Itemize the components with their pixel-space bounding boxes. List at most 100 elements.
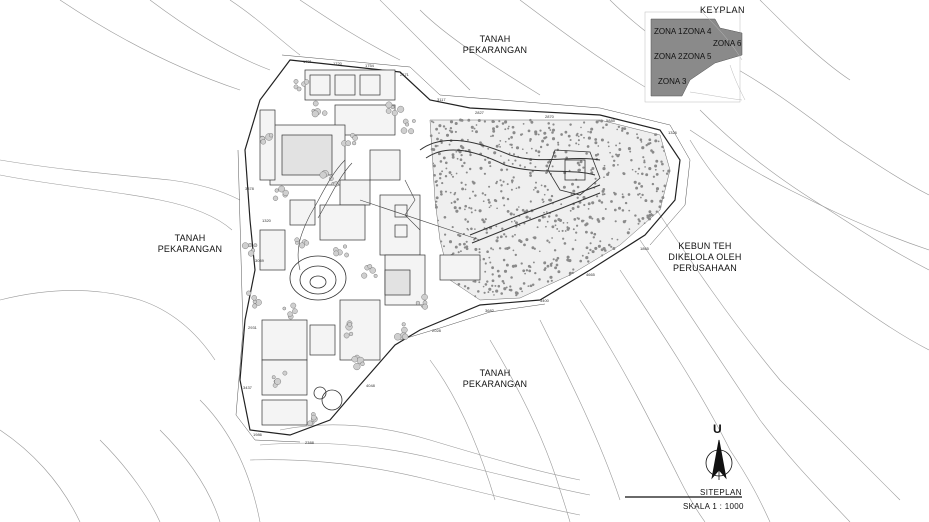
dimension-label: 1720	[333, 61, 342, 66]
plantation-dot	[461, 146, 465, 150]
plantation-dot	[521, 148, 524, 151]
plantation-dot	[607, 141, 610, 144]
plantation-dot	[529, 284, 533, 288]
plantation-dot	[587, 136, 591, 140]
plantation-dot	[534, 132, 538, 136]
tree	[293, 84, 299, 90]
plantation-dot	[602, 188, 606, 191]
tree	[344, 252, 349, 258]
plantation-dot	[515, 146, 520, 150]
plantation-dot	[438, 124, 442, 128]
plantation-dot	[505, 263, 509, 267]
plantation-dot	[496, 269, 500, 273]
plantation-dot	[440, 141, 443, 144]
plantation-dot	[618, 153, 621, 156]
plantation-dot	[439, 160, 443, 163]
plantation-dot	[589, 130, 593, 134]
plantation-dot	[441, 170, 444, 173]
tree	[367, 264, 373, 269]
plantation-dot	[543, 193, 546, 196]
plantation-dot	[429, 134, 433, 138]
plantation-dot	[490, 204, 492, 207]
plantation-dot	[557, 270, 561, 274]
plantation-dot	[610, 200, 613, 203]
plantation-dot	[553, 154, 557, 158]
plantation-dot	[640, 196, 642, 199]
plantation-dot	[511, 162, 514, 165]
tree	[373, 273, 378, 278]
plantation-dot	[505, 168, 509, 171]
plantation-dot	[578, 168, 581, 172]
plantation-dot	[434, 205, 438, 209]
plantation-dot	[544, 267, 547, 270]
dimension-label: 4048	[366, 383, 375, 388]
plantation-dot	[497, 274, 501, 278]
tree	[278, 185, 285, 193]
plantation-dot	[528, 269, 532, 273]
plantation-dot	[488, 201, 491, 204]
plantation-dot	[536, 190, 540, 194]
plantation-dot	[453, 206, 457, 210]
plantation-dot	[558, 230, 560, 233]
plantation-dot	[525, 151, 528, 154]
plantation-dot	[506, 197, 510, 201]
plantation-dot	[541, 215, 545, 219]
plantation-dot	[568, 271, 572, 275]
plantation-dot	[600, 138, 604, 142]
plantation-dot	[582, 195, 586, 200]
plantation-dot	[482, 200, 485, 203]
plantation-dot	[503, 233, 506, 236]
plantation-dot	[444, 174, 448, 178]
plantation-dot	[464, 218, 467, 221]
tree	[369, 267, 376, 274]
plantation-dot	[519, 133, 523, 136]
plantation-dot	[463, 285, 467, 288]
plantation-dot	[589, 248, 592, 252]
dimension-label: 3378	[245, 186, 254, 191]
plantation-dot	[630, 159, 633, 162]
plantation-dot	[543, 185, 547, 188]
plantation-dot	[627, 147, 631, 151]
dimension-label: 1865	[640, 246, 649, 251]
plantation-dot	[444, 190, 448, 193]
plantation-dot	[473, 127, 476, 130]
plantation-dot	[580, 133, 583, 137]
plantation-dot	[474, 295, 477, 298]
plantation-dot	[601, 254, 604, 257]
plantation-dot	[543, 131, 547, 135]
plantation-dot	[599, 240, 602, 243]
plantation-dot	[548, 126, 551, 130]
plantation-dot	[576, 161, 580, 165]
tree	[391, 110, 398, 116]
plantation-dot	[511, 235, 514, 238]
plantation-dot	[663, 184, 667, 188]
plantation-dot	[640, 141, 643, 143]
plantation-dot	[587, 252, 590, 255]
plantation-dot	[628, 209, 631, 212]
plantation-dot	[435, 196, 439, 200]
plantation-dot	[646, 215, 650, 219]
dimension-label: 1731	[303, 59, 312, 64]
plantation-dot	[529, 139, 532, 142]
tree	[347, 322, 353, 327]
plantation-dot	[435, 180, 438, 182]
plantation-dot	[532, 236, 535, 239]
plantation-dot	[471, 130, 474, 132]
plantation-dot	[603, 176, 605, 179]
plantation-dot	[504, 140, 507, 143]
plantation-dot	[530, 147, 533, 150]
plantation-dot	[463, 246, 467, 249]
plantation-dot	[509, 143, 512, 146]
plantation-dot	[507, 127, 510, 130]
plantation-dot	[667, 169, 671, 173]
tree	[401, 322, 406, 327]
plantation-dot	[638, 192, 641, 195]
plantation-dot	[560, 203, 563, 206]
plantation-dot	[551, 165, 554, 168]
plantation-dot	[484, 158, 487, 161]
plantation-dot	[582, 166, 585, 169]
plantation-dot	[443, 245, 445, 248]
plantation-dot	[569, 209, 572, 212]
plantation-dot	[465, 240, 468, 243]
plantation-dot	[576, 185, 580, 189]
